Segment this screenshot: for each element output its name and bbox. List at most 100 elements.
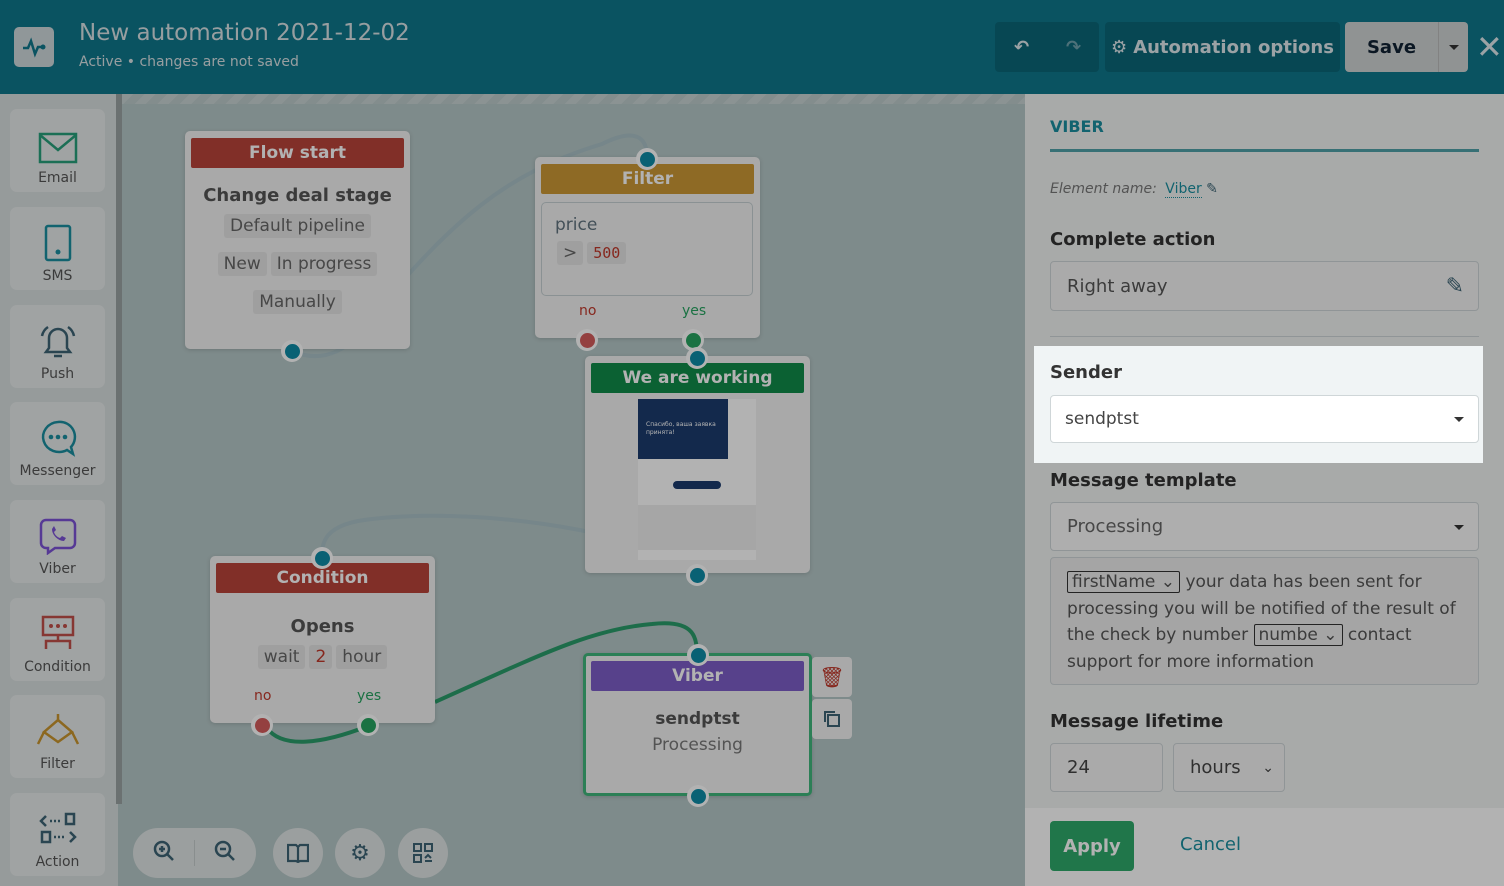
input-port[interactable] bbox=[311, 547, 333, 569]
filter-value: 500 bbox=[587, 242, 627, 264]
sidebar-item-condition[interactable]: Condition bbox=[10, 598, 105, 681]
chevron-down-icon bbox=[1448, 45, 1459, 55]
wait-chip: wait bbox=[257, 645, 306, 669]
zoom-in-button[interactable] bbox=[134, 840, 195, 866]
redo-button[interactable]: ↷ bbox=[1048, 22, 1099, 72]
app-logo[interactable] bbox=[14, 27, 54, 67]
complete-action-value: Right away bbox=[1067, 275, 1168, 297]
filter-icon bbox=[36, 714, 79, 745]
settings-button[interactable]: ⚙ bbox=[335, 828, 385, 878]
sidebar-item-push[interactable]: Push bbox=[10, 305, 105, 388]
sidebar-item-filter[interactable]: Filter bbox=[10, 695, 105, 778]
output-port[interactable] bbox=[686, 564, 708, 586]
chevron-down-icon bbox=[1454, 524, 1464, 535]
to-stage-chip: In progress bbox=[270, 252, 378, 276]
template-value: Processing bbox=[1067, 516, 1164, 537]
automation-title[interactable]: New automation 2021-12-02 bbox=[79, 20, 410, 46]
message-body[interactable]: firstName ⌄ your data has been sent for … bbox=[1050, 557, 1479, 685]
lifetime-unit-value: hours bbox=[1190, 757, 1241, 778]
node-flow-start[interactable]: Flow start Change deal stage Default pip… bbox=[185, 131, 410, 362]
email-preview: Спасибо, ваша заявка принята! bbox=[638, 399, 756, 560]
bell-icon bbox=[40, 325, 75, 358]
cancel-button[interactable]: Cancel bbox=[1180, 834, 1241, 855]
condition-icon bbox=[41, 615, 74, 649]
input-port[interactable] bbox=[686, 347, 708, 369]
delete-node-button[interactable]: 🗑 bbox=[812, 657, 852, 697]
automation-options-button[interactable]: ⚙Automation options bbox=[1105, 22, 1340, 72]
guide-button[interactable] bbox=[273, 828, 323, 878]
no-port[interactable] bbox=[251, 714, 273, 736]
sender-value: sendptst bbox=[1065, 409, 1139, 429]
output-port[interactable] bbox=[281, 340, 303, 362]
from-stage-chip: New bbox=[217, 252, 267, 276]
pencil-icon[interactable]: ✎ bbox=[1445, 273, 1464, 299]
close-icon[interactable]: ✕ bbox=[1476, 28, 1503, 66]
layout-button[interactable] bbox=[398, 828, 448, 878]
variable-select-number[interactable]: numbe ⌄ bbox=[1253, 624, 1343, 646]
connector-condition-viber bbox=[434, 621, 699, 704]
flow-canvas[interactable]: Flow start Change deal stage Default pip… bbox=[122, 94, 1025, 886]
zoom-controls bbox=[133, 828, 256, 878]
status-text: Active bbox=[79, 54, 123, 70]
chat-icon bbox=[41, 420, 76, 457]
viber-icon bbox=[39, 518, 76, 555]
save-options-button[interactable] bbox=[1438, 22, 1468, 72]
section-underline bbox=[1050, 149, 1479, 152]
variable-select-firstname[interactable]: firstName ⌄ bbox=[1067, 571, 1181, 593]
output-port[interactable] bbox=[687, 785, 709, 807]
no-port[interactable] bbox=[576, 329, 598, 351]
book-icon bbox=[287, 843, 309, 863]
gear-icon: ⚙ bbox=[350, 840, 370, 866]
message-text: your data has been sent for processing y… bbox=[1067, 572, 1456, 645]
filter-operator: > bbox=[557, 241, 584, 265]
save-button[interactable]: Save bbox=[1345, 22, 1438, 72]
message-template-select[interactable]: Processing bbox=[1050, 502, 1479, 551]
node-email[interactable]: We are working Спасибо, ваша заявка прин… bbox=[585, 347, 810, 586]
node-filter[interactable]: Filter price >500 no yes bbox=[535, 148, 760, 351]
connector-condition-loop bbox=[265, 724, 369, 744]
sidebar-item-email[interactable]: Email bbox=[10, 109, 105, 192]
sidebar-item-viber[interactable]: Viber bbox=[10, 500, 105, 583]
sender-select[interactable]: sendptst bbox=[1050, 395, 1479, 443]
lifetime-value-input[interactable]: 24 bbox=[1050, 743, 1163, 792]
connector-start-filter bbox=[291, 133, 649, 359]
sidebar-item-messenger[interactable]: Messenger bbox=[10, 402, 105, 485]
yes-label: yes bbox=[682, 303, 707, 319]
sidebar-scrollbar[interactable] bbox=[116, 94, 122, 804]
node-title: Viber bbox=[591, 661, 804, 691]
node-viber-selected[interactable]: Viber sendptst Processing bbox=[583, 644, 812, 807]
message-text: contact support for more information bbox=[1067, 625, 1412, 672]
pencil-icon[interactable]: ✎ bbox=[1206, 181, 1218, 197]
sidebar-item-label: SMS bbox=[42, 268, 73, 284]
copy-node-button[interactable] bbox=[812, 699, 852, 739]
sidebar-item-action[interactable]: Action bbox=[10, 793, 105, 876]
chevron-down-icon: ⌄ bbox=[1262, 759, 1274, 776]
panel-section-title: VIBER bbox=[1050, 117, 1104, 136]
condition-event: Opens bbox=[290, 616, 355, 637]
apply-button[interactable]: Apply bbox=[1050, 821, 1134, 871]
pulse-icon bbox=[23, 37, 46, 58]
preview-text: Спасибо, ваша заявка принята! bbox=[638, 399, 728, 459]
complete-action-field[interactable]: Right away ✎ bbox=[1050, 261, 1479, 311]
yes-port[interactable] bbox=[682, 329, 704, 351]
variable-name: firstName bbox=[1072, 572, 1156, 592]
sender-label: Sender bbox=[1050, 362, 1122, 383]
undo-icon: ↶ bbox=[1013, 36, 1030, 58]
input-port[interactable] bbox=[687, 644, 709, 666]
element-name-value[interactable]: Viber bbox=[1165, 181, 1202, 198]
input-port[interactable] bbox=[636, 148, 658, 170]
zoom-in-icon bbox=[153, 840, 174, 861]
grid-icon bbox=[413, 843, 433, 863]
yes-port[interactable] bbox=[357, 714, 379, 736]
undo-button[interactable]: ↶ bbox=[995, 22, 1048, 72]
wait-amount: 2 bbox=[309, 645, 333, 669]
message-lifetime-label: Message lifetime bbox=[1050, 711, 1224, 732]
mode-chip: Manually bbox=[253, 290, 342, 314]
trash-icon: 🗑 bbox=[819, 665, 845, 689]
gear-icon: ⚙ bbox=[1111, 36, 1128, 58]
lifetime-unit-select[interactable]: hours ⌄ bbox=[1173, 743, 1285, 792]
sidebar-item-sms[interactable]: SMS bbox=[10, 207, 105, 290]
zoom-out-button[interactable] bbox=[195, 840, 256, 866]
sidebar-item-label: Push bbox=[40, 366, 75, 382]
